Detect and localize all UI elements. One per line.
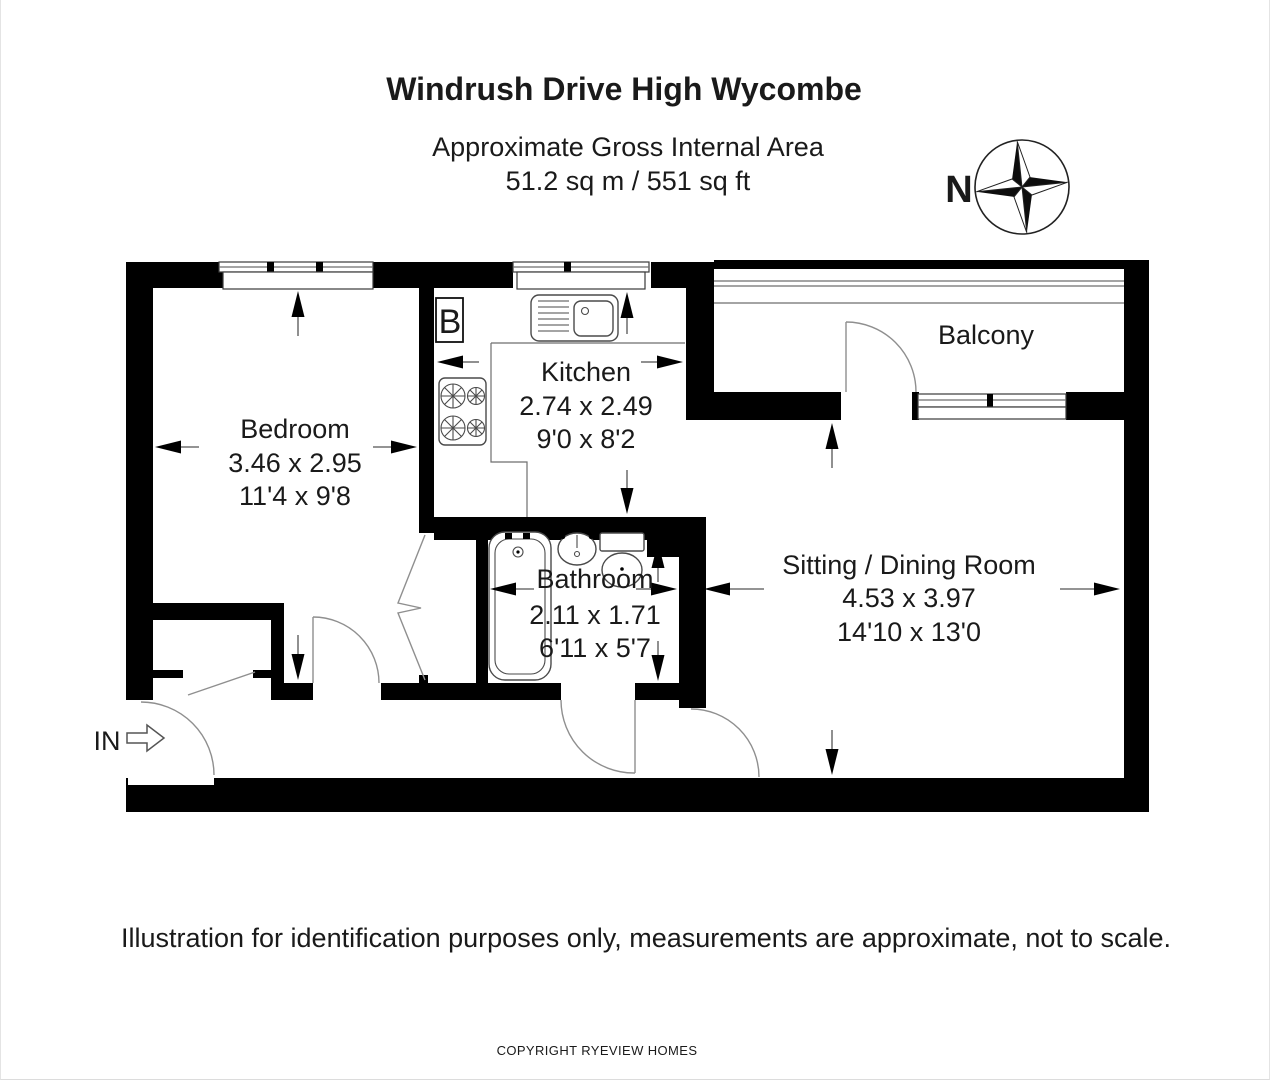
walls (126, 260, 1149, 812)
sitting-dining-imperial: 14'10 x 13'0 (837, 617, 981, 647)
entry-door (140, 701, 215, 776)
wardrobe-bifold-door (397, 534, 426, 681)
sink-icon (530, 294, 619, 342)
counter-edge (490, 342, 685, 517)
area-value: 51.2 sq m / 551 sq ft (506, 166, 751, 196)
kitchen-fixtures (435, 294, 685, 517)
bedroom-door (312, 616, 380, 684)
kitchen-label: Kitchen (541, 357, 631, 387)
cupboard-door (187, 671, 256, 696)
bedroom-imperial: 11'4 x 9'8 (239, 481, 351, 511)
north-label: N (945, 169, 972, 211)
toilet-icon (599, 532, 645, 588)
bathroom-metric: 2.11 x 1.71 (529, 600, 661, 630)
area-label: Approximate Gross Internal Area (432, 132, 825, 162)
balcony-windows (917, 393, 1067, 420)
balcony-railing (714, 280, 1124, 304)
balcony-label: Balcony (938, 320, 1035, 350)
boiler-label: B (439, 303, 462, 341)
kitchen-metric: 2.74 x 2.49 (519, 391, 653, 421)
page-title: Windrush Drive High Wycombe (386, 71, 862, 107)
doors (140, 321, 917, 778)
sitting-dining-label: Sitting / Dining Room (782, 550, 1036, 580)
bedroom-label: Bedroom (240, 414, 350, 444)
bathroom-imperial: 6'11 x 5'7 (539, 633, 651, 663)
entrance-label: IN (94, 726, 121, 756)
bathroom-fixtures (488, 531, 645, 681)
bathroom-door (560, 699, 636, 774)
kitchen-window (512, 261, 650, 290)
disclaimer-text: Illustration for identification purposes… (121, 923, 1171, 953)
dimension-arrows (155, 291, 1120, 775)
windows (218, 261, 1124, 420)
hob-icon (438, 377, 487, 446)
bedroom-metric: 3.46 x 2.95 (228, 448, 362, 478)
basin-icon (557, 532, 597, 566)
labels: Windrush Drive High Wycombe Approximate … (94, 71, 1172, 1058)
boiler-cupboard (435, 297, 464, 343)
sitting-dining-metric: 4.53 x 3.97 (842, 583, 976, 613)
bedroom-window (218, 261, 374, 290)
kitchen-imperial: 9'0 x 8'2 (537, 424, 636, 454)
bathroom-label: Bathroom (536, 564, 653, 594)
balcony-door (845, 321, 917, 393)
sitting-room-door (690, 708, 760, 778)
copyright-text: COPYRIGHT RYEVIEW HOMES (497, 1043, 698, 1058)
bathtub-icon (488, 531, 552, 681)
entrance-arrow-icon (126, 723, 166, 753)
compass-rose-icon (974, 139, 1070, 235)
